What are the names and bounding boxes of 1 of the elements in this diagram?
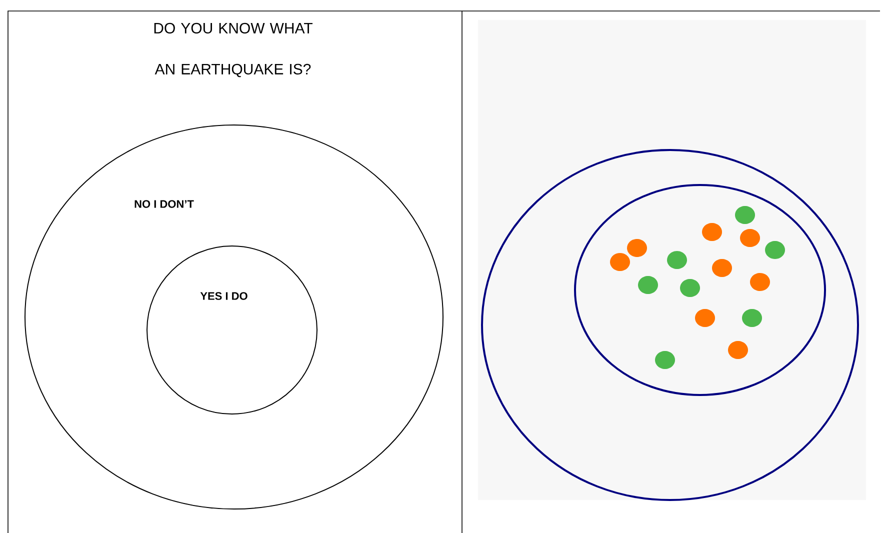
title: DO YOU KNOW WHAT AN EARTHQUAKE IS? [154,22,313,78]
